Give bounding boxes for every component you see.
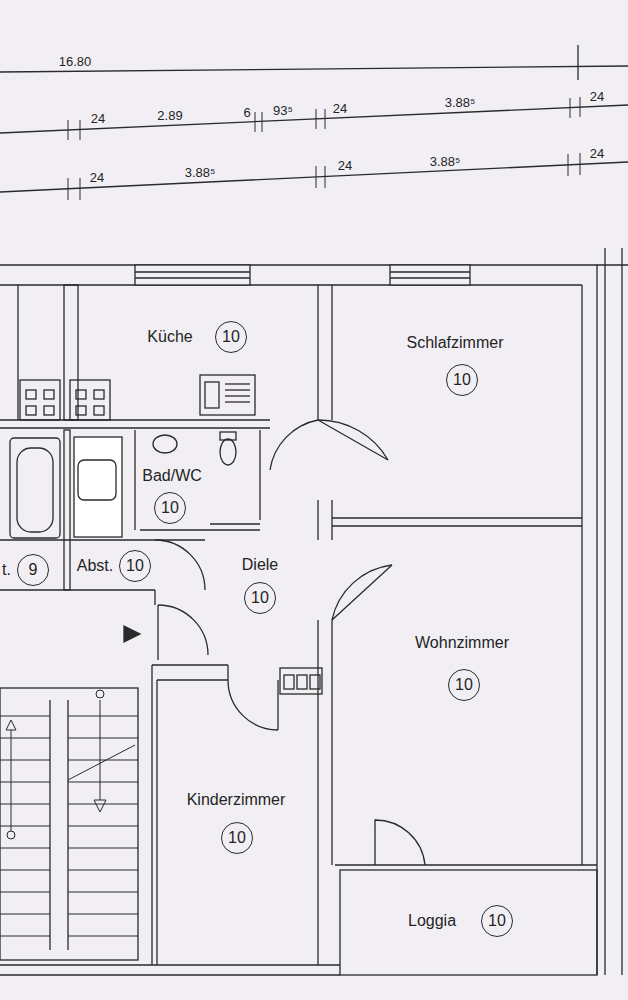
- room-name: t.: [2, 561, 11, 579]
- dimension-label: 24: [589, 146, 605, 161]
- room-name: Küche: [147, 328, 192, 346]
- room-number-circle: 10: [481, 905, 513, 937]
- dimension-label: 24: [332, 101, 348, 116]
- room-area: Küche 10: [80, 287, 316, 417]
- room-number: 10: [488, 912, 506, 930]
- room-area: Wohnzimmer 10: [334, 528, 580, 863]
- room-name: Abst.: [77, 557, 113, 575]
- room-area: Bad/WC 10: [137, 432, 259, 524]
- room-number-circle: 10: [154, 492, 186, 524]
- dimension-label: 2.89: [156, 108, 183, 123]
- room-number: 10: [453, 371, 471, 389]
- dimension-label: 93⁵: [272, 103, 294, 118]
- room-name: Schlafzimmer: [407, 334, 504, 352]
- dimension-label: 3.88⁵: [429, 154, 462, 169]
- room-number-circle: 10: [244, 582, 276, 614]
- room-number-circle: 10: [119, 550, 151, 582]
- room-name: Diele: [242, 556, 278, 574]
- dimension-label: 24: [337, 158, 353, 173]
- dimension-label: 3.88⁵: [184, 165, 217, 180]
- room-area: t. 9: [0, 542, 63, 588]
- room-name: Wohnzimmer: [415, 634, 509, 652]
- room-number-circle: 9: [17, 554, 49, 586]
- room-number: 9: [29, 561, 38, 579]
- room-number-circle: 10: [215, 321, 247, 353]
- room-number-circle: 10: [448, 669, 480, 701]
- room-number: 10: [228, 829, 246, 847]
- room-number-circle: 10: [446, 364, 478, 396]
- room-number: 10: [222, 328, 240, 346]
- room-area: Loggia 10: [342, 872, 596, 974]
- room-area: Diele 10: [160, 532, 316, 664]
- room-number: 10: [455, 676, 473, 694]
- room-number: 10: [161, 499, 179, 517]
- dimension-label: 6: [242, 105, 251, 120]
- dimension-label: 24: [90, 111, 106, 126]
- dimension-label: 3.88⁵: [444, 95, 477, 110]
- room-name: Loggia: [408, 912, 456, 930]
- room-area: Kinderzimmer 10: [159, 682, 316, 963]
- dimension-label: 24: [589, 89, 605, 104]
- room-name: Bad/WC: [142, 467, 202, 485]
- room-number: 10: [126, 557, 144, 575]
- room-area: Schlafzimmer 10: [334, 287, 580, 516]
- room-name: Kinderzimmer: [187, 791, 286, 809]
- room-area: Abst. 10: [71, 542, 154, 588]
- room-number: 10: [251, 589, 269, 607]
- dimension-label: 24: [89, 170, 105, 185]
- dimension-label: 16.80: [58, 54, 93, 69]
- room-number-circle: 10: [221, 822, 253, 854]
